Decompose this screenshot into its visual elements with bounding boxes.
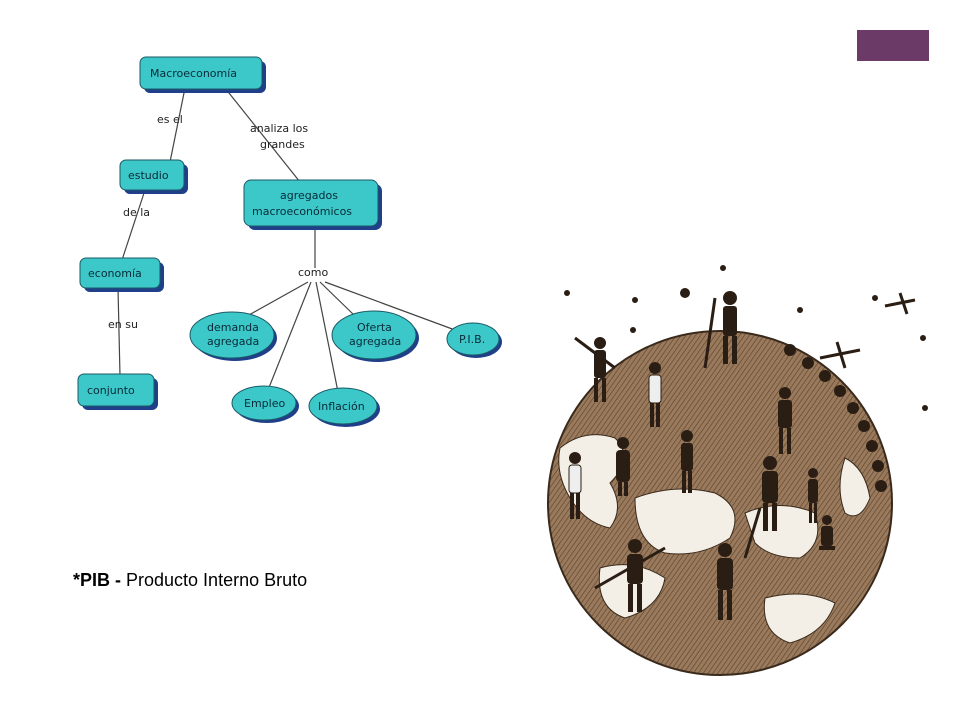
node-pib: P.I.B. xyxy=(446,322,502,358)
airplane-icons xyxy=(819,292,916,369)
link-es-el: es el xyxy=(157,113,183,126)
link-como: como xyxy=(298,266,328,279)
edge-economia-conjunto xyxy=(117,287,121,377)
node-estudio: estudio xyxy=(119,159,188,194)
tool-icons xyxy=(574,297,762,590)
globe-with-workers-icon xyxy=(547,265,928,676)
node-oferta: Oferta agregada xyxy=(331,310,419,362)
footnote-text: Producto Interno Bruto xyxy=(126,570,308,590)
node-estudio-label: estudio xyxy=(128,169,169,182)
node-oferta-label-1: Oferta xyxy=(357,321,392,334)
connector-lines xyxy=(117,87,456,393)
node-inflacion: Inflación xyxy=(308,387,380,427)
worker-figures xyxy=(568,291,835,620)
footnote: *PIB - Producto Interno Bruto xyxy=(73,570,307,591)
node-macroeconomia: Macroeconomía xyxy=(139,56,266,93)
node-agregados: agregados macroeconómicos xyxy=(243,179,382,230)
edge-estudio-economia xyxy=(121,189,146,261)
edge-macro-agregados xyxy=(224,87,301,183)
edge-como-oferta xyxy=(319,281,356,317)
edge-como-inflacion xyxy=(315,281,339,393)
node-economia-label: economía xyxy=(88,267,142,280)
node-agregados-label-1: agregados xyxy=(280,189,338,202)
footnote-prefix: *PIB - xyxy=(73,570,127,590)
stars-decoration xyxy=(564,265,928,411)
node-macroeconomia-label: Macroeconomía xyxy=(150,67,237,80)
node-inflacion-label: Inflación xyxy=(318,400,365,413)
node-demanda-label-1: demanda xyxy=(207,321,259,334)
link-de-la: de la xyxy=(123,206,150,219)
node-conjunto: conjunto xyxy=(77,373,158,410)
node-demanda: demanda agregada xyxy=(189,311,277,361)
node-economia: economía xyxy=(79,257,164,292)
node-oferta-label-2: agregada xyxy=(349,335,401,348)
node-conjunto-label: conjunto xyxy=(87,384,135,397)
node-pib-label: P.I.B. xyxy=(459,333,485,346)
node-empleo-label: Empleo xyxy=(244,397,285,410)
edge-como-empleo xyxy=(267,281,312,391)
edge-como-pib xyxy=(324,281,456,331)
edge-macro-estudio xyxy=(169,87,186,163)
accent-box xyxy=(857,30,929,61)
link-en-su: en su xyxy=(108,318,138,331)
node-agregados-label-2: macroeconómicos xyxy=(252,205,352,218)
node-demanda-label-2: agregada xyxy=(207,335,259,348)
link-analiza-1: analiza los xyxy=(250,122,308,135)
concept-map-diagram: es el analiza los grandes de la en su co… xyxy=(77,56,502,427)
link-analiza-2: grandes xyxy=(260,138,305,151)
globe-rim-decoration xyxy=(784,344,887,492)
edge-como-demanda xyxy=(239,281,309,321)
node-empleo: Empleo xyxy=(231,385,299,423)
